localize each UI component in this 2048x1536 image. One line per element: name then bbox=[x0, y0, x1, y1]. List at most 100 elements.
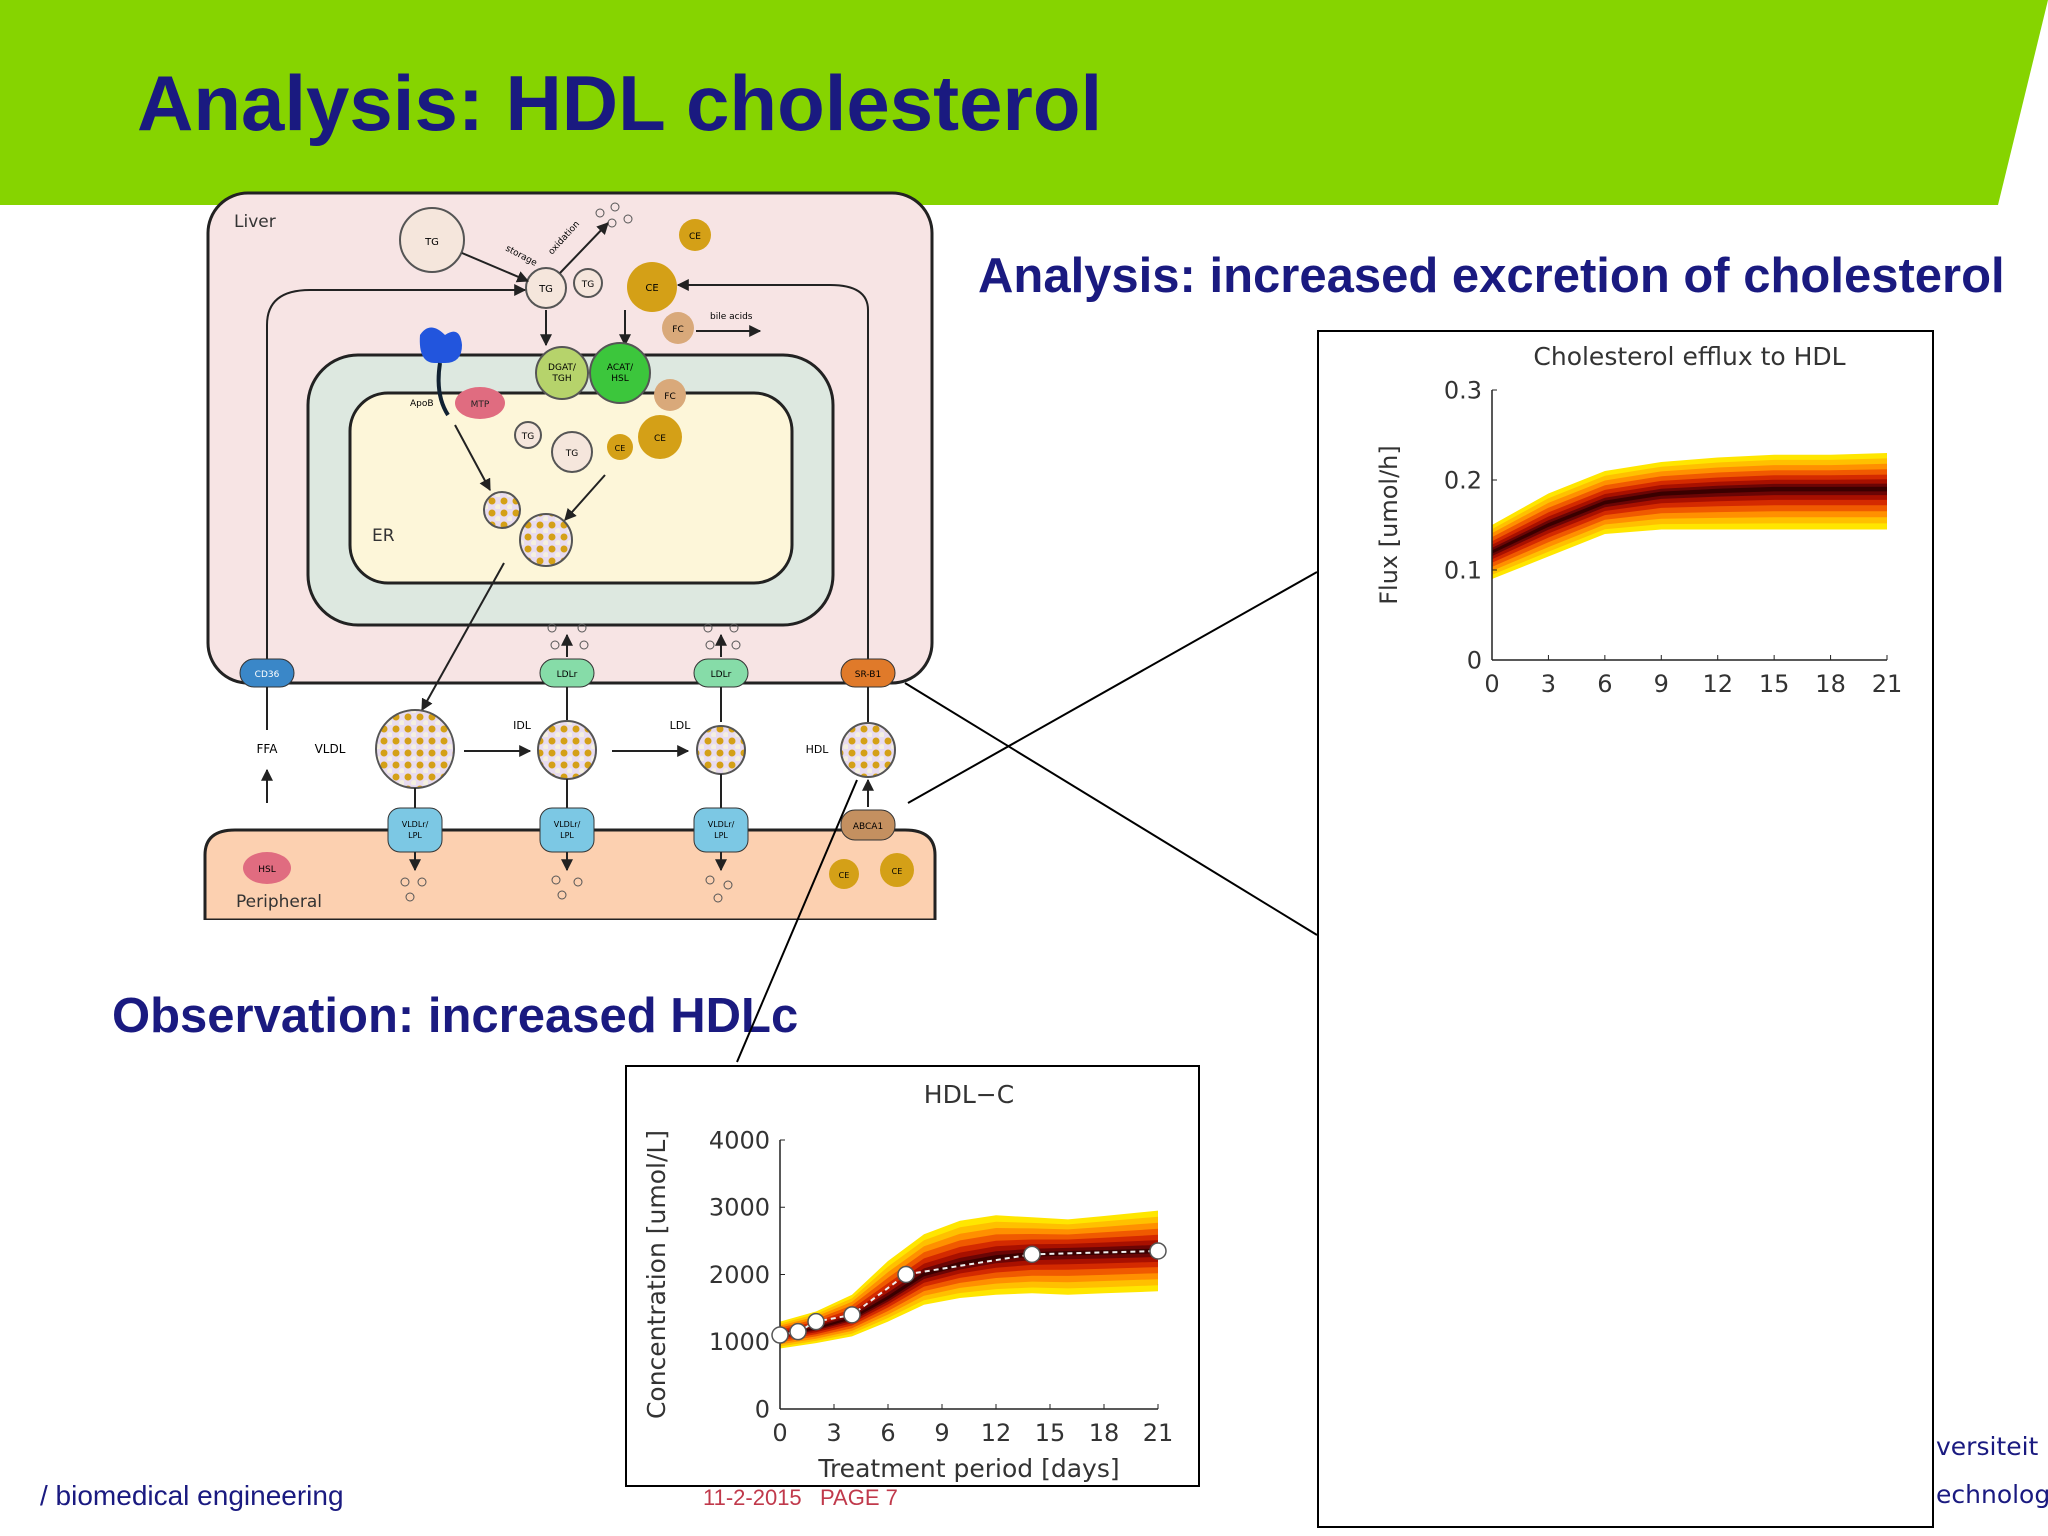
x-tick-label: 6 bbox=[880, 1419, 895, 1447]
er-compartment bbox=[348, 391, 794, 585]
ce-label-1: CE bbox=[689, 232, 701, 242]
cd36-label: CD36 bbox=[255, 670, 280, 680]
acat-enzyme bbox=[589, 342, 651, 404]
vldlr-lpl-2 bbox=[539, 807, 595, 853]
mtp-enzyme bbox=[455, 387, 505, 419]
tg-label-4: TG bbox=[521, 432, 534, 442]
chart-title: Cholesterol efflux to HDL bbox=[1533, 342, 1845, 371]
y-axis-label: Flux [umol/h] bbox=[1375, 445, 1403, 604]
footer-department: / biomedical engineering bbox=[40, 1480, 344, 1511]
x-axis-label: Treatment period [days] bbox=[817, 1454, 1119, 1483]
observed-point bbox=[771, 1326, 789, 1344]
y-axis-label: Concentration [umol/L] bbox=[642, 1130, 671, 1419]
header-banner bbox=[0, 0, 2048, 205]
fc-circle-1 bbox=[662, 312, 694, 344]
uptake-bubble bbox=[550, 640, 560, 650]
dgat-label-2: TGH bbox=[551, 374, 571, 384]
connector-line bbox=[904, 682, 1318, 936]
hsl-enzyme bbox=[243, 852, 291, 884]
vldl-secretion-arrow bbox=[421, 562, 505, 712]
x-tick-label: 18 bbox=[1089, 1419, 1120, 1447]
observed-point bbox=[843, 1306, 861, 1324]
release-bubble bbox=[573, 877, 583, 887]
y-tick-label: 0.2 bbox=[1444, 466, 1482, 494]
y-tick-label: 0.1 bbox=[1444, 556, 1482, 584]
vldlr-lpl-3 bbox=[693, 807, 749, 853]
vldl-particle-medium bbox=[519, 513, 573, 567]
x-tick-label: 0 bbox=[1484, 670, 1499, 698]
uptake-bubble bbox=[731, 640, 741, 650]
tg-circle-4 bbox=[514, 421, 542, 449]
release-bubble bbox=[557, 890, 567, 900]
chart-title: HDL−C bbox=[924, 1080, 1014, 1109]
tg-label-2: TG bbox=[538, 284, 553, 295]
fc-label-1: FC bbox=[672, 325, 683, 335]
bile-acids-label: bile acids bbox=[710, 312, 753, 322]
vldlr-label-2a: VLDLr/ bbox=[554, 820, 581, 829]
footer-date: 11-2-2015 bbox=[703, 1485, 802, 1510]
peripheral-label: Peripheral bbox=[236, 892, 322, 912]
tg-label-1: TG bbox=[424, 237, 439, 248]
uptake-bubble bbox=[579, 640, 589, 650]
ce-label-2: CE bbox=[645, 283, 658, 294]
tg-storage-circle bbox=[399, 207, 465, 273]
abca1-label: ABCA1 bbox=[853, 822, 883, 832]
footer-page: PAGE 7 bbox=[820, 1485, 898, 1510]
uptake-bubble bbox=[547, 623, 557, 633]
arrow bbox=[559, 222, 609, 274]
dgat-enzyme bbox=[535, 346, 589, 400]
ldl-particle bbox=[696, 725, 746, 775]
acat-label-2: HSL bbox=[611, 374, 629, 384]
oxidation-bubble bbox=[610, 202, 620, 212]
ldlr-label-2: LDLr bbox=[711, 670, 732, 680]
y-tick-label: 3000 bbox=[709, 1194, 770, 1222]
vldlr-label-1a: VLDLr/ bbox=[402, 820, 429, 829]
uptake-bubble bbox=[705, 640, 715, 650]
y-tick-label: 0.3 bbox=[1444, 376, 1482, 404]
apob-tail bbox=[436, 362, 450, 417]
release-bubble bbox=[551, 875, 561, 885]
release-bubble bbox=[723, 880, 733, 890]
ce-circle-3 bbox=[607, 434, 633, 460]
ce-label-5: CE bbox=[839, 871, 850, 880]
lipoprotein-pathway-diagram: Liver ER Peripheral TG storage oxidation… bbox=[203, 191, 937, 920]
vldl-particle bbox=[375, 709, 455, 789]
liver-label: Liver bbox=[234, 212, 276, 232]
y-tick-label: 0 bbox=[1467, 646, 1482, 674]
y-tick-label: 4000 bbox=[709, 1126, 770, 1154]
srb1-uptake-path bbox=[676, 279, 869, 675]
analysis-heading: Analysis: increased excretion of cholest… bbox=[978, 249, 2005, 303]
observed-point bbox=[897, 1265, 915, 1284]
observation-heading: Observation: increased HDLc bbox=[112, 989, 799, 1043]
x-tick-label: 9 bbox=[1654, 670, 1669, 698]
release-bubble bbox=[713, 893, 723, 903]
oxidation-bubble bbox=[595, 208, 605, 218]
x-tick-label: 21 bbox=[1872, 670, 1903, 698]
vldlr-label-2b: LPL bbox=[560, 831, 574, 840]
srb1-label: SR-B1 bbox=[855, 670, 881, 680]
release-bubble bbox=[705, 875, 715, 885]
hdl-particle bbox=[840, 722, 896, 778]
x-tick-label: 3 bbox=[1541, 670, 1556, 698]
ce-label-6: CE bbox=[892, 867, 903, 876]
fc-label-2: FC bbox=[664, 392, 675, 402]
university-logo-line1: versiteit bbox=[1936, 1432, 2039, 1461]
y-tick-label: 0 bbox=[755, 1395, 770, 1423]
tg-circle-3 bbox=[573, 268, 603, 298]
acat-label-1: ACAT/ bbox=[607, 363, 634, 373]
tg-circle-5 bbox=[551, 431, 593, 473]
uncertainty-band bbox=[1492, 479, 1887, 560]
hdl-label: HDL bbox=[806, 743, 830, 756]
oxidation-bubble bbox=[623, 214, 633, 224]
uptake-bubble bbox=[729, 623, 739, 633]
release-bubble bbox=[405, 892, 415, 902]
ce-label-4: CE bbox=[654, 434, 666, 444]
observed-point bbox=[789, 1322, 807, 1341]
connector-line bbox=[907, 571, 1318, 804]
ffa-label: FFA bbox=[257, 742, 279, 756]
x-tick-label: 15 bbox=[1035, 1419, 1066, 1447]
release-bubble bbox=[400, 877, 410, 887]
x-tick-label: 15 bbox=[1759, 670, 1790, 698]
x-tick-label: 18 bbox=[1815, 670, 1846, 698]
